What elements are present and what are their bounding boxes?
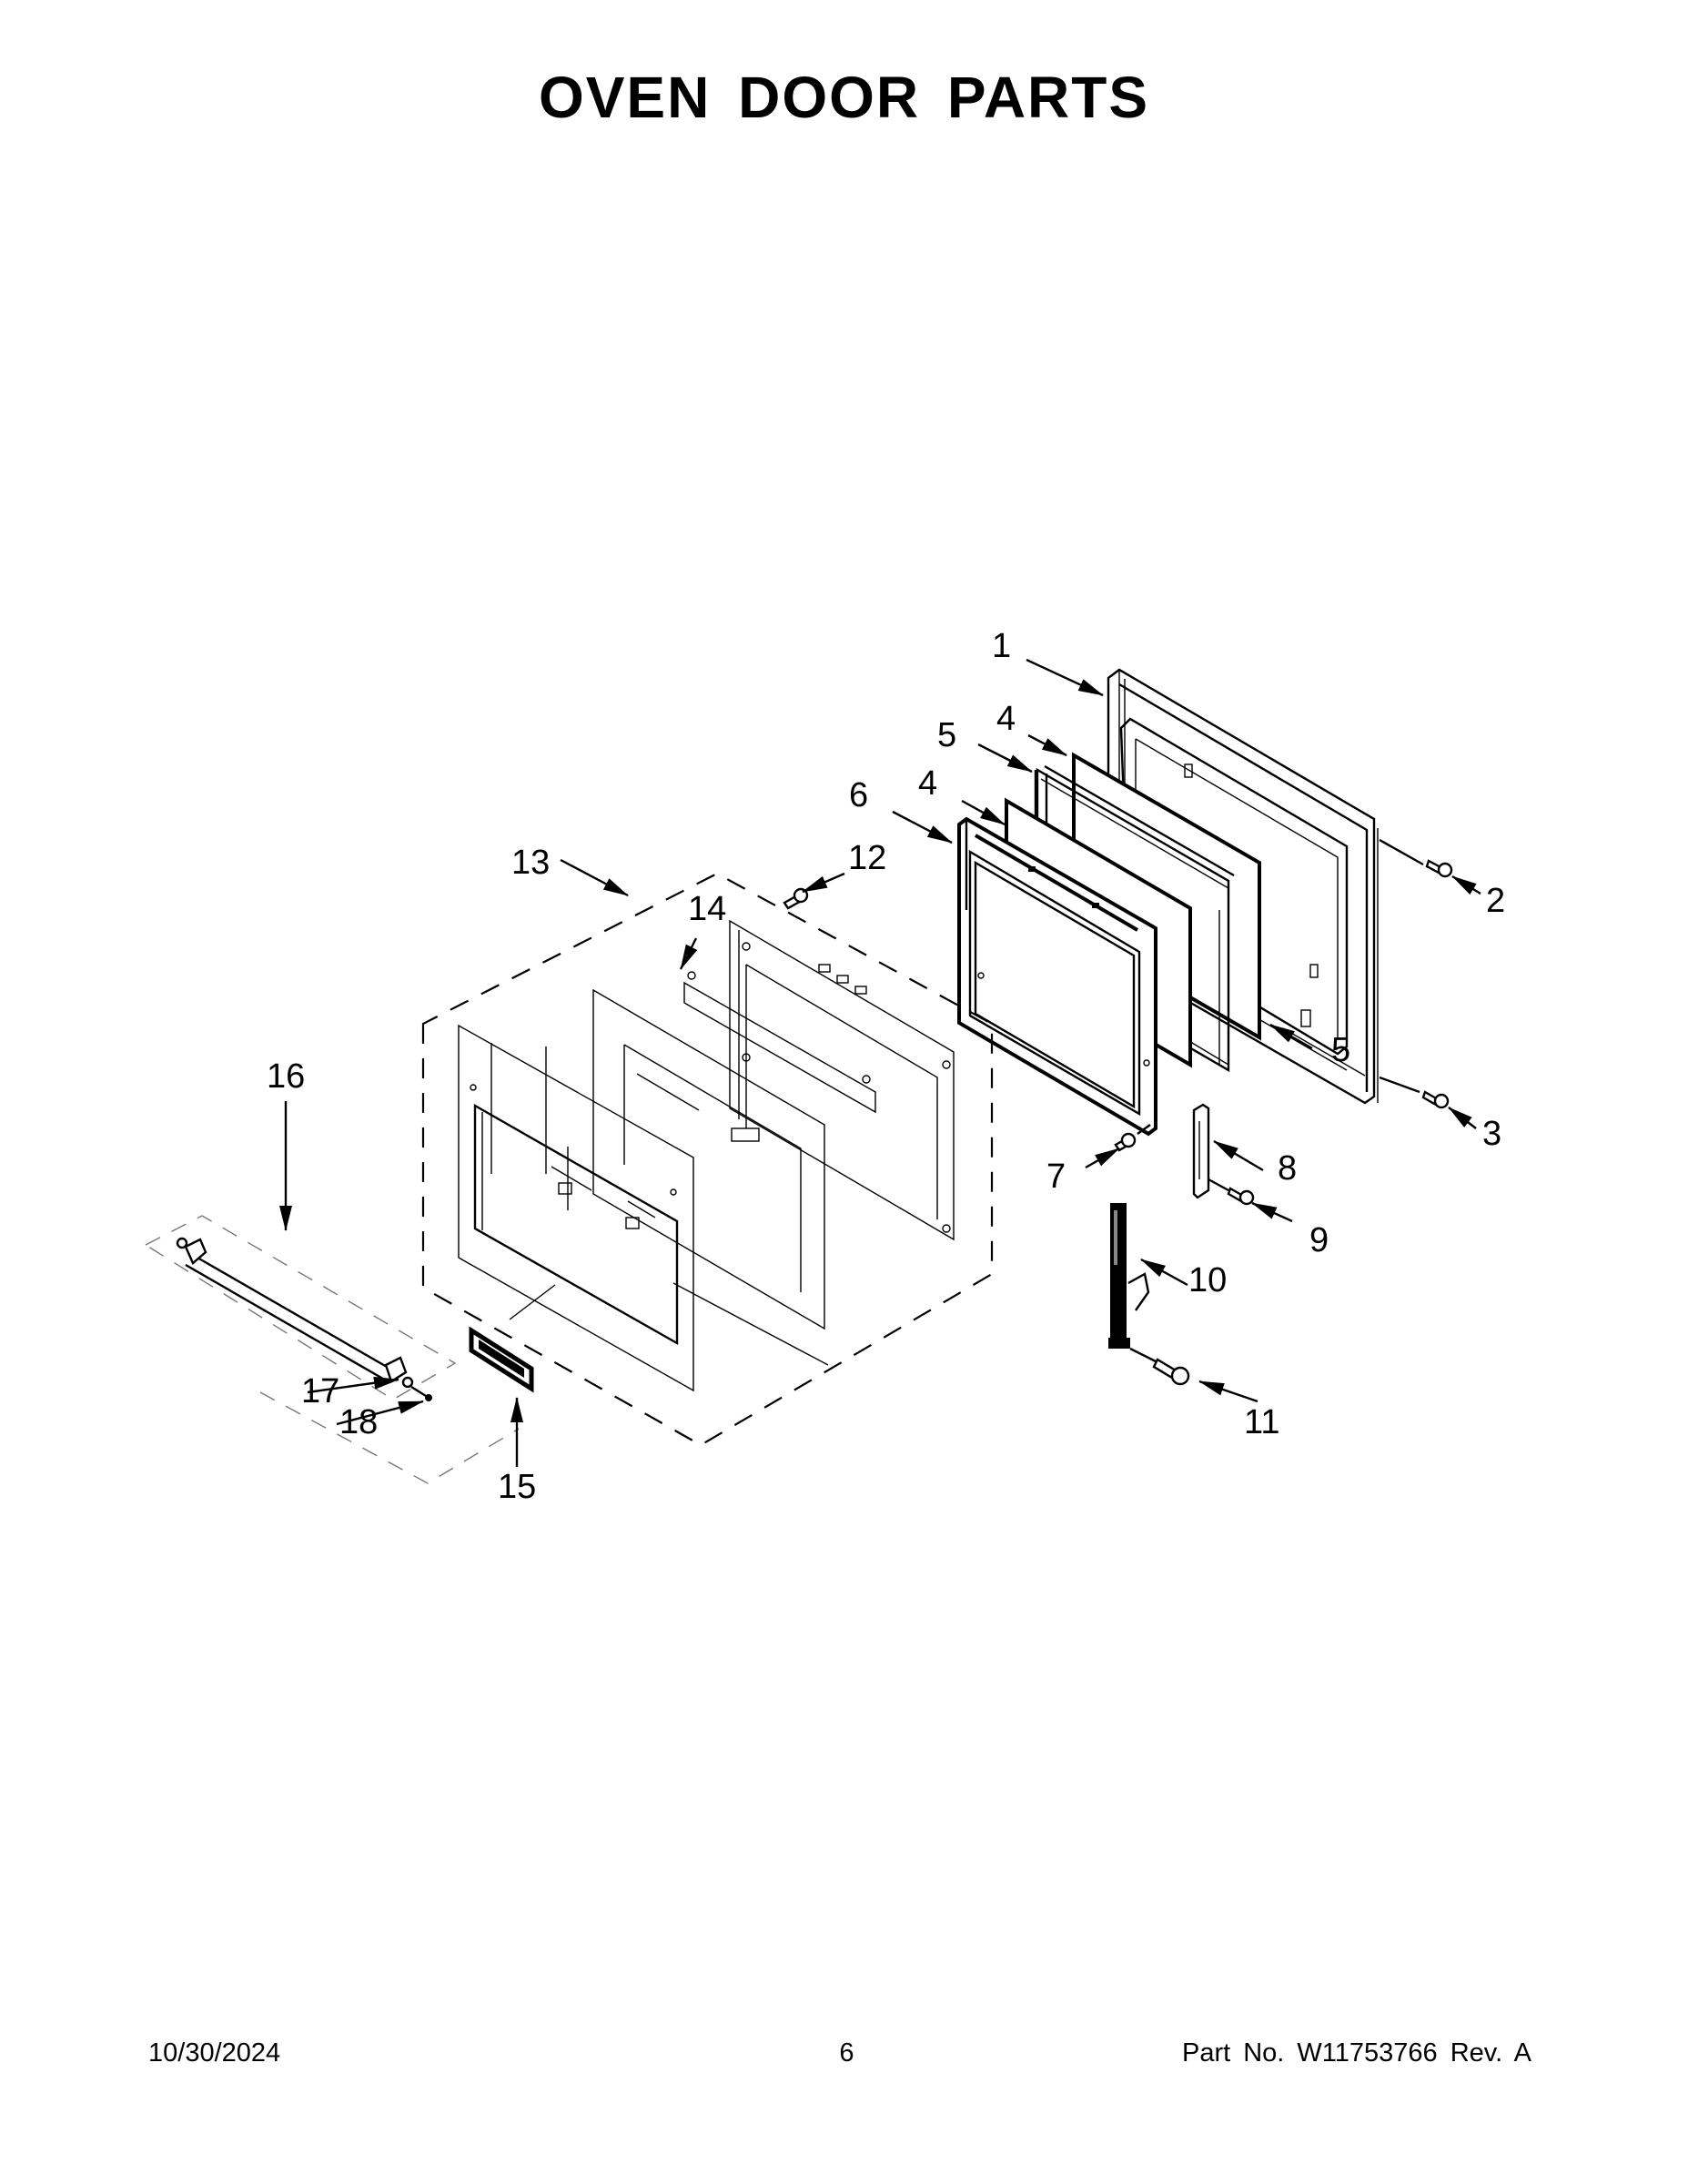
part-18-screw-icon [410, 1385, 432, 1401]
callout-11: 11 [1244, 1403, 1279, 1441]
callout-17: 17 [301, 1372, 339, 1410]
callout-5-lower: 5 [1331, 1031, 1350, 1069]
callout-6: 6 [849, 776, 868, 814]
part-2-screw-icon [1379, 838, 1453, 878]
callout-4-front: 4 [918, 764, 937, 803]
callout-labels: 1 4 5 4 6 12 13 14 2 5 3 16 7 8 9 10 17 … [267, 627, 1505, 1506]
callout-2: 2 [1486, 882, 1505, 920]
part-9-screw-icon [1208, 1178, 1255, 1206]
callout-16: 16 [267, 1057, 305, 1096]
part-11-screw-icon [1129, 1347, 1190, 1386]
part-16-door-handle [144, 1215, 520, 1484]
part-8-hinge-receiver [1192, 1103, 1210, 1199]
callout-9: 9 [1309, 1221, 1329, 1259]
callout-3: 3 [1482, 1115, 1501, 1153]
callout-15: 15 [498, 1468, 536, 1506]
callout-13: 13 [511, 844, 550, 882]
callout-14: 14 [688, 890, 726, 928]
callout-leaders [279, 658, 1481, 1467]
part-10-door-hinge [1108, 1203, 1150, 1349]
part-13-outer-panel-assembly [421, 872, 994, 1447]
callout-5-rear: 5 [937, 716, 956, 754]
callout-12: 12 [848, 839, 886, 877]
footer-part-number: Part No. W11753766 Rev. A [1181, 2038, 1531, 2068]
part-6-inner-liner [957, 816, 1157, 1137]
part-17-washer-icon [401, 1376, 414, 1389]
part-15-nameplate [469, 1326, 534, 1393]
footer-date: 10/30/2024 [148, 2038, 281, 2068]
footer-page-number: 6 [839, 2038, 854, 2068]
callout-4-rear: 4 [996, 700, 1016, 738]
callout-18: 18 [339, 1403, 378, 1441]
callout-7: 7 [1046, 1158, 1066, 1196]
part-7-screw-icon [1114, 1124, 1151, 1152]
callout-8: 8 [1278, 1149, 1297, 1188]
callout-1: 1 [992, 627, 1011, 665]
page-title: OVEN DOOR PARTS [538, 65, 1150, 130]
callout-10: 10 [1188, 1261, 1227, 1299]
part-3-screw-icon [1379, 1076, 1450, 1109]
